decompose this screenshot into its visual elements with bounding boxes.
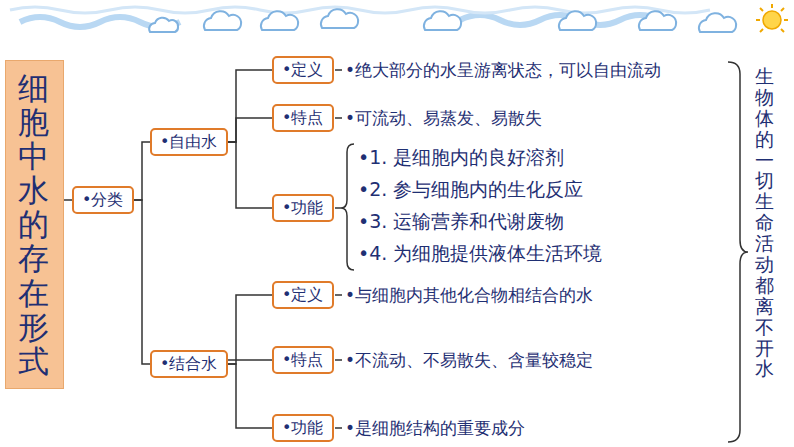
summary-text: 生物体的一切生命活动都离不开水	[755, 66, 774, 379]
title-box: 细胞中水的存在形式	[5, 60, 64, 389]
leader-line	[335, 427, 342, 429]
box-text: 细胞中水的存在形式	[18, 71, 49, 378]
item-box: •特点	[272, 104, 334, 132]
item-box: •功能	[272, 194, 334, 222]
cloud-banner	[10, 7, 736, 32]
box-text: •特点	[282, 350, 324, 370]
feature-text: •不流动、不易散失、含量较稳定	[345, 349, 593, 371]
box-text: •定义	[282, 285, 324, 305]
tree-connector	[64, 199, 72, 201]
box-text: •自由水	[160, 132, 218, 152]
summary-brace	[728, 62, 748, 442]
leader-line	[335, 117, 342, 119]
category-box: •分类	[72, 186, 134, 214]
function-item: •1. 是细胞内的良好溶剂	[358, 146, 564, 168]
sun	[756, 4, 788, 32]
leader-line	[335, 294, 342, 296]
definition-text: •与细胞内其他化合物相结合的水	[345, 284, 593, 306]
box-text: •结合水	[160, 354, 218, 374]
function-text: •是细胞结构的重要成分	[345, 417, 525, 439]
leader-line	[335, 359, 342, 361]
function-item: •4. 为细胞提供液体生活环境	[358, 242, 602, 264]
tree-connector	[228, 142, 272, 208]
tree-connector	[228, 359, 272, 361]
leader-line	[335, 69, 342, 71]
box-text: •定义	[282, 60, 324, 80]
leader-lines	[335, 70, 342, 428]
function-item: •3. 运输营养和代谢废物	[358, 210, 564, 232]
tree-connector	[134, 142, 150, 200]
feature-text: •可流动、易蒸发、易散失	[345, 107, 542, 129]
box-text: •功能	[282, 418, 324, 438]
box-text: •功能	[282, 198, 324, 218]
tree-connector	[228, 295, 272, 364]
category-box: •结合水	[150, 350, 228, 378]
tree-connector	[134, 200, 150, 364]
tree-connector	[228, 70, 272, 142]
function-item: •2. 参与细胞内的生化反应	[358, 178, 583, 200]
leader-line	[335, 207, 341, 209]
definition-text: •绝大部分的水呈游离状态，可以自由流动	[345, 59, 661, 81]
category-box: •自由水	[150, 128, 228, 156]
tree-connector	[228, 364, 272, 428]
box-text: •分类	[82, 190, 124, 210]
item-box: •功能	[272, 414, 334, 442]
box-text: •特点	[282, 108, 324, 128]
item-box: •特点	[272, 346, 334, 374]
function-brace	[341, 144, 354, 270]
item-box: •定义	[272, 56, 334, 84]
tree-connector	[228, 118, 272, 142]
item-box: •定义	[272, 281, 334, 309]
